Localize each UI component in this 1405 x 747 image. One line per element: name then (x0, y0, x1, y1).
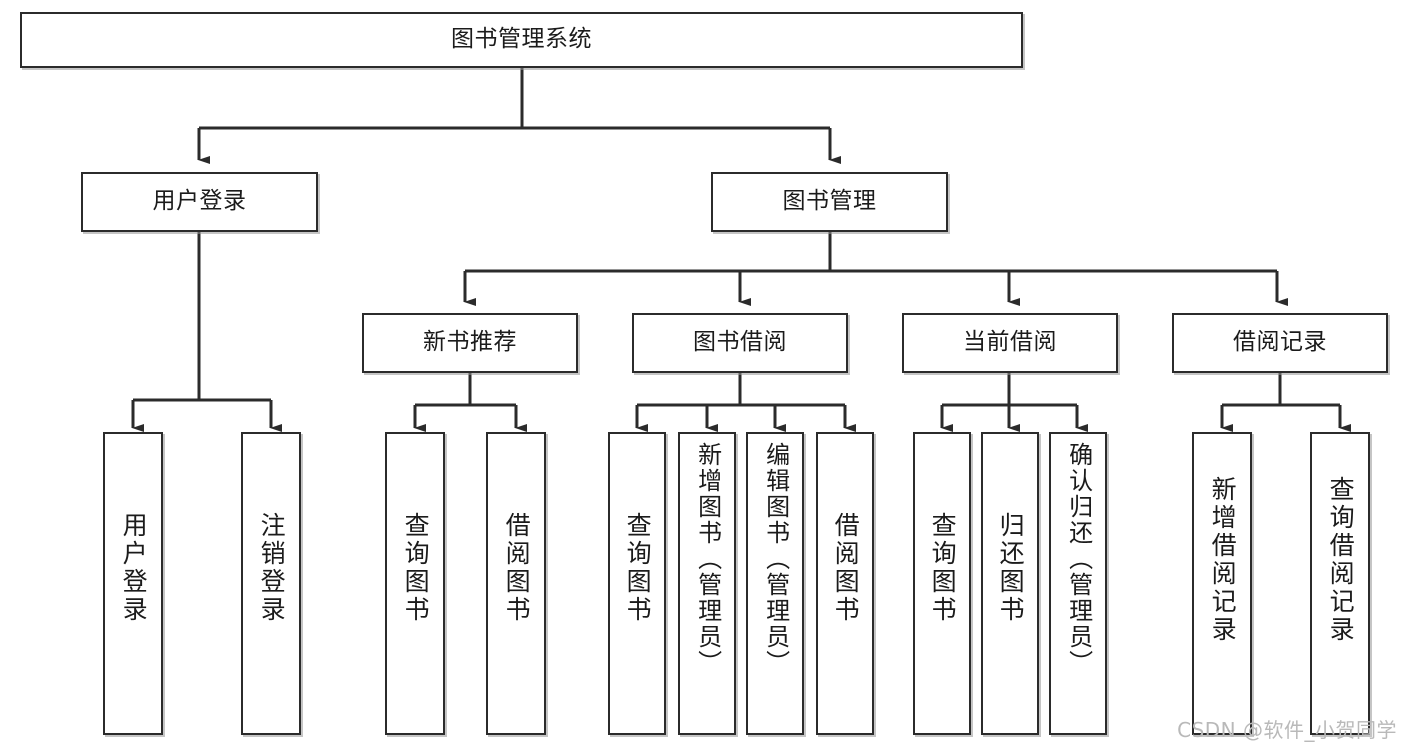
node-label: 查询借阅记录 (1326, 476, 1356, 644)
leaf-borrow-edit-book-admin[interactable]: 编辑图书（管理员） (746, 432, 804, 735)
node-label: 新增借阅记录 (1208, 476, 1238, 644)
node-label: 用户登录 (119, 512, 149, 624)
node-current-borrow[interactable]: 当前借阅 (902, 313, 1118, 373)
node-label: 用户登录 (152, 188, 247, 215)
csdn-watermark: CSDN @软件_小贺同学 (1177, 718, 1397, 742)
node-label: 查询图书 (401, 512, 431, 624)
node-label: 借阅图书 (502, 512, 532, 624)
node-label: 注销登录 (257, 512, 287, 624)
leaf-borrow-add-book-admin[interactable]: 新增图书（管理员） (678, 432, 736, 735)
node-book-borrow[interactable]: 图书借阅 (632, 313, 848, 373)
node-label: 借阅图书 (831, 512, 861, 624)
node-label: 归还图书 (996, 512, 1026, 624)
leaf-current-return-book[interactable]: 归还图书 (981, 432, 1039, 735)
leaf-user-login-login[interactable]: 用户登录 (103, 432, 163, 735)
node-label: 新增图书（管理员） (693, 442, 722, 676)
leaf-user-login-logout[interactable]: 注销登录 (241, 432, 301, 735)
node-label: 图书借阅 (693, 329, 787, 356)
leaf-records-query-record[interactable]: 查询借阅记录 (1310, 432, 1370, 735)
node-label: 确认归还（管理员） (1064, 442, 1093, 676)
node-borrow-records[interactable]: 借阅记录 (1172, 313, 1388, 373)
leaf-current-confirm-return-admin[interactable]: 确认归还（管理员） (1049, 432, 1107, 735)
node-label: 图书管理系统 (451, 26, 592, 53)
node-root-book-management-system[interactable]: 图书管理系统 (20, 12, 1023, 68)
leaf-records-add-record[interactable]: 新增借阅记录 (1192, 432, 1252, 735)
node-label: 查询图书 (928, 512, 958, 624)
node-label: 图书管理 (782, 188, 877, 215)
node-new-book-recommend[interactable]: 新书推荐 (362, 313, 578, 373)
leaf-new-book-query[interactable]: 查询图书 (385, 432, 445, 735)
node-label: 借阅记录 (1233, 329, 1327, 356)
node-label: 查询图书 (623, 512, 653, 624)
node-user-login[interactable]: 用户登录 (81, 172, 318, 232)
leaf-current-query-book[interactable]: 查询图书 (913, 432, 971, 735)
node-book-management[interactable]: 图书管理 (711, 172, 948, 232)
leaf-new-book-borrow[interactable]: 借阅图书 (486, 432, 546, 735)
node-label: 新书推荐 (423, 329, 517, 356)
leaf-borrow-query-book[interactable]: 查询图书 (608, 432, 666, 735)
node-label: 编辑图书（管理员） (761, 442, 790, 676)
node-label: 当前借阅 (963, 329, 1057, 356)
leaf-borrow-borrow-book[interactable]: 借阅图书 (816, 432, 874, 735)
